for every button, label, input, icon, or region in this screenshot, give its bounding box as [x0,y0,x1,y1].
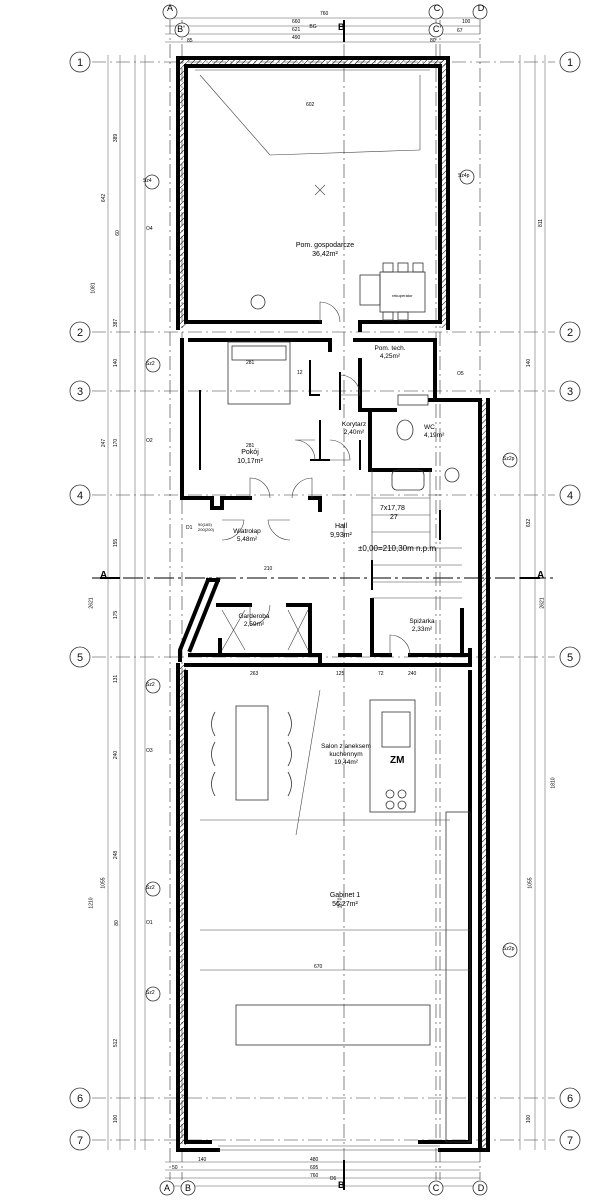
axis-row-bubble [559,484,581,506]
axis-row-label: 7 [567,1135,573,1147]
axis-row-label: 6 [77,1093,83,1105]
axis-row-bubble [559,51,581,73]
axis-row-label: 2 [77,327,83,339]
axis-row-label: 5 [77,652,83,664]
axis-row-label: 3 [567,386,573,398]
vertical-grid-lines [169,20,481,1195]
tag-bubble [145,881,161,897]
doors [221,301,411,656]
axis-col-bubble [159,1180,175,1196]
axis-row-label: 4 [567,490,573,502]
axis-row-bubble [69,1087,91,1109]
axis-row-bubble [559,321,581,343]
axis-row-bubble [69,1129,91,1151]
axis-row-label: 7 [77,1135,83,1147]
axis-row-bubble [559,1087,581,1109]
axis-row-label: 6 [567,1093,573,1105]
section-lines [100,20,540,1190]
axis-row-label: 5 [567,652,573,664]
axis-col-bubble [180,1180,196,1196]
tag-bubble [145,357,161,373]
axis-row-bubble [69,321,91,343]
axis-row-label: 2 [567,327,573,339]
furniture [195,69,471,1143]
axis-row-label: 3 [77,386,83,398]
axis-col-bubble [428,22,444,38]
tag-bubble [502,452,518,468]
tag-bubble [459,169,475,185]
horizontal-grid-lines [92,61,555,1141]
stairs [371,470,462,599]
axis-row-bubble [559,380,581,402]
grid-bubbles: 1 1 2 2 3 3 4 4 5 5 6 6 7 7 [69,4,581,1196]
axis-row-bubble [69,380,91,402]
exterior-walls [176,56,490,1152]
dimension-chains [107,17,546,1187]
interior-partitions [199,360,441,590]
axis-row-bubble [69,484,91,506]
axis-row-bubble [559,646,581,668]
tag-bubble [145,678,161,694]
axis-col-bubble [428,1180,444,1196]
axis-col-bubble [162,4,178,20]
axis-col-bubble [472,1180,488,1196]
axis-row-label: 1 [77,57,83,69]
axis-row-label: 4 [77,490,83,502]
axis-row-bubble [69,646,91,668]
axis-col-bubble [174,22,190,38]
axis-row-bubble [69,51,91,73]
axis-row-bubble [559,1129,581,1151]
axis-row-label: 1 [567,57,573,69]
tag-bubble [145,986,161,1002]
tag-bubble [250,294,266,310]
tag-bubble [144,174,160,190]
axis-col-bubble [428,4,444,20]
tag-bubble [502,942,518,958]
axis-col-bubble [472,4,488,20]
